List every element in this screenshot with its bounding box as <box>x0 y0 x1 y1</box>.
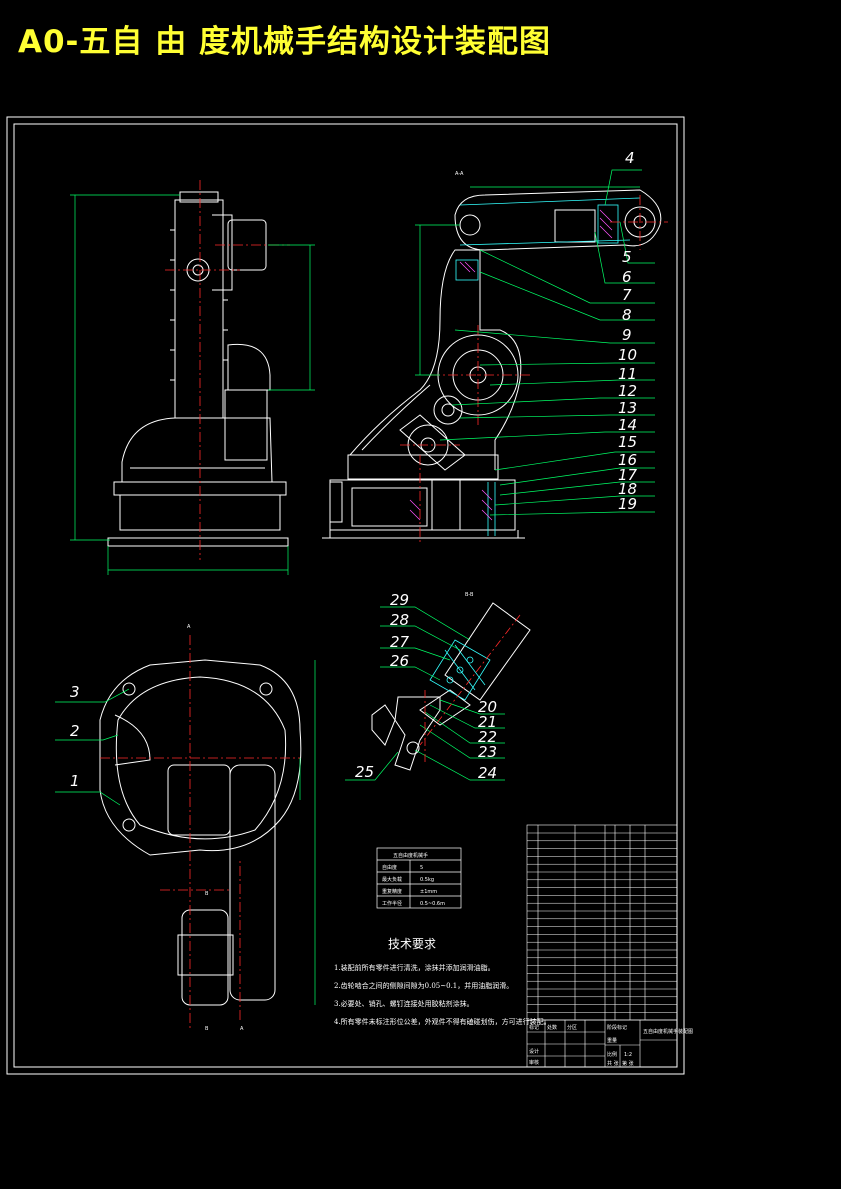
section-a-a-hatch <box>409 209 613 521</box>
tech-req-item-1: 1.装配前所有零件进行清洗，涂抹并添加润滑油脂。 <box>334 963 495 972</box>
title-block-label-sheet: 第 张 <box>622 1060 634 1067</box>
title-block-label-design: 设计 <box>529 1048 539 1055</box>
balloon-21: 21 <box>478 713 497 731</box>
balloon-2: 2 <box>70 722 80 740</box>
gripper-centerlines <box>419 614 521 765</box>
param-table-title: 五自由度机械手 <box>393 852 428 859</box>
section-view-a-a <box>322 189 662 539</box>
section-label-b-b: B-B <box>465 592 474 598</box>
balloon-17: 17 <box>618 466 638 484</box>
gripper-view <box>371 602 531 771</box>
tech-req-item-2: 2.齿轮啮合之间的侧隙间隙为0.05~0.1，并用油脂润滑。 <box>334 981 513 990</box>
title-block-label-mark: 标记 <box>529 1024 539 1031</box>
param-table <box>376 847 462 909</box>
leader-lines-a-a <box>439 169 655 516</box>
title-block-scale: 1:2 <box>624 1052 632 1058</box>
balloon-6: 6 <box>622 268 632 286</box>
balloon-9: 9 <box>622 326 632 344</box>
balloon-24: 24 <box>478 764 497 782</box>
title-block-label-weight: 重量 <box>607 1037 617 1044</box>
balloon-1: 1 <box>70 772 80 790</box>
drawing-title: A0-五自 由 度机械手结构设计装配图 <box>18 24 552 60</box>
tech-req-item-4: 4.所有零件未标注形位公差，外观件不得有磕碰划伤，方可进行装配。 <box>334 1017 551 1026</box>
title-block-label-count: 处数 <box>547 1024 557 1031</box>
section-label-a-a: A-A <box>455 171 464 177</box>
title-block <box>526 1019 678 1068</box>
title-block-name: 五自由度机械手装配图 <box>643 1028 693 1035</box>
balloon-19: 19 <box>618 495 637 513</box>
top-view <box>99 659 302 1006</box>
tech-req-item-3: 3.必要处、销孔、螺钉连接处用胶粘剂涂抹。 <box>334 999 474 1008</box>
balloon-28: 28 <box>390 611 409 629</box>
balloon-20: 20 <box>478 698 497 716</box>
balloon-5: 5 <box>622 248 632 266</box>
gripper-section-detail <box>429 639 491 701</box>
title-block-label-stage: 阶段标记 <box>607 1024 627 1031</box>
balloon-12: 12 <box>618 382 637 400</box>
section-mark-b-bottom: B <box>205 1026 209 1032</box>
balloon-13: 13 <box>618 399 637 417</box>
section-mark-a-bottom: A <box>240 1026 244 1032</box>
title-block-label-audit: 审核 <box>529 1059 539 1066</box>
param-row-2-value: 0.5kg <box>420 877 434 883</box>
section-a-a-centerlines <box>400 195 668 545</box>
section-a-a-dimensions <box>415 186 640 376</box>
bom-table <box>526 824 678 1021</box>
title-block-label-sheets: 共 张 <box>607 1060 619 1067</box>
section-mark-a-top: A <box>187 624 191 630</box>
top-view-dimensions <box>55 660 316 1005</box>
balloon-10: 10 <box>618 346 637 364</box>
param-row-4-label: 工作半径 <box>382 900 402 907</box>
param-row-4-value: 0.5~0.6m <box>420 901 445 907</box>
balloon-29: 29 <box>390 591 409 609</box>
param-row-2-label: 最大负载 <box>382 876 402 883</box>
balloon-3: 3 <box>70 683 80 701</box>
section-a-a-details <box>455 197 641 536</box>
tech-req-heading: 技术要求 <box>388 937 436 951</box>
balloon-26: 26 <box>390 652 409 670</box>
balloon-7: 7 <box>622 286 632 304</box>
balloon-25: 25 <box>355 763 374 781</box>
title-block-label-scale: 比例 <box>607 1051 617 1058</box>
balloon-15: 15 <box>618 433 637 451</box>
title-block-label-zone: 分区 <box>567 1024 577 1031</box>
balloon-4: 4 <box>625 149 635 167</box>
balloon-23: 23 <box>478 743 497 761</box>
param-row-3-value: ±1mm <box>420 889 437 895</box>
balloon-8: 8 <box>622 306 632 324</box>
inner-border <box>13 123 678 1068</box>
balloon-18: 18 <box>618 480 637 498</box>
param-row-1-label: 自由度 <box>382 864 397 871</box>
balloon-16: 16 <box>618 451 637 469</box>
balloon-22: 22 <box>478 728 497 746</box>
balloon-27: 27 <box>390 633 410 651</box>
bom-rows <box>527 832 677 1013</box>
balloon-11: 11 <box>618 365 637 383</box>
section-mark-b-top: B <box>205 891 209 897</box>
param-row-1-value: 5 <box>420 865 423 871</box>
param-row-3-label: 重复精度 <box>382 888 402 895</box>
outer-border <box>6 116 685 1075</box>
balloon-14: 14 <box>618 416 637 434</box>
top-view-centerlines <box>100 635 300 1030</box>
front-dimensions <box>70 194 315 575</box>
